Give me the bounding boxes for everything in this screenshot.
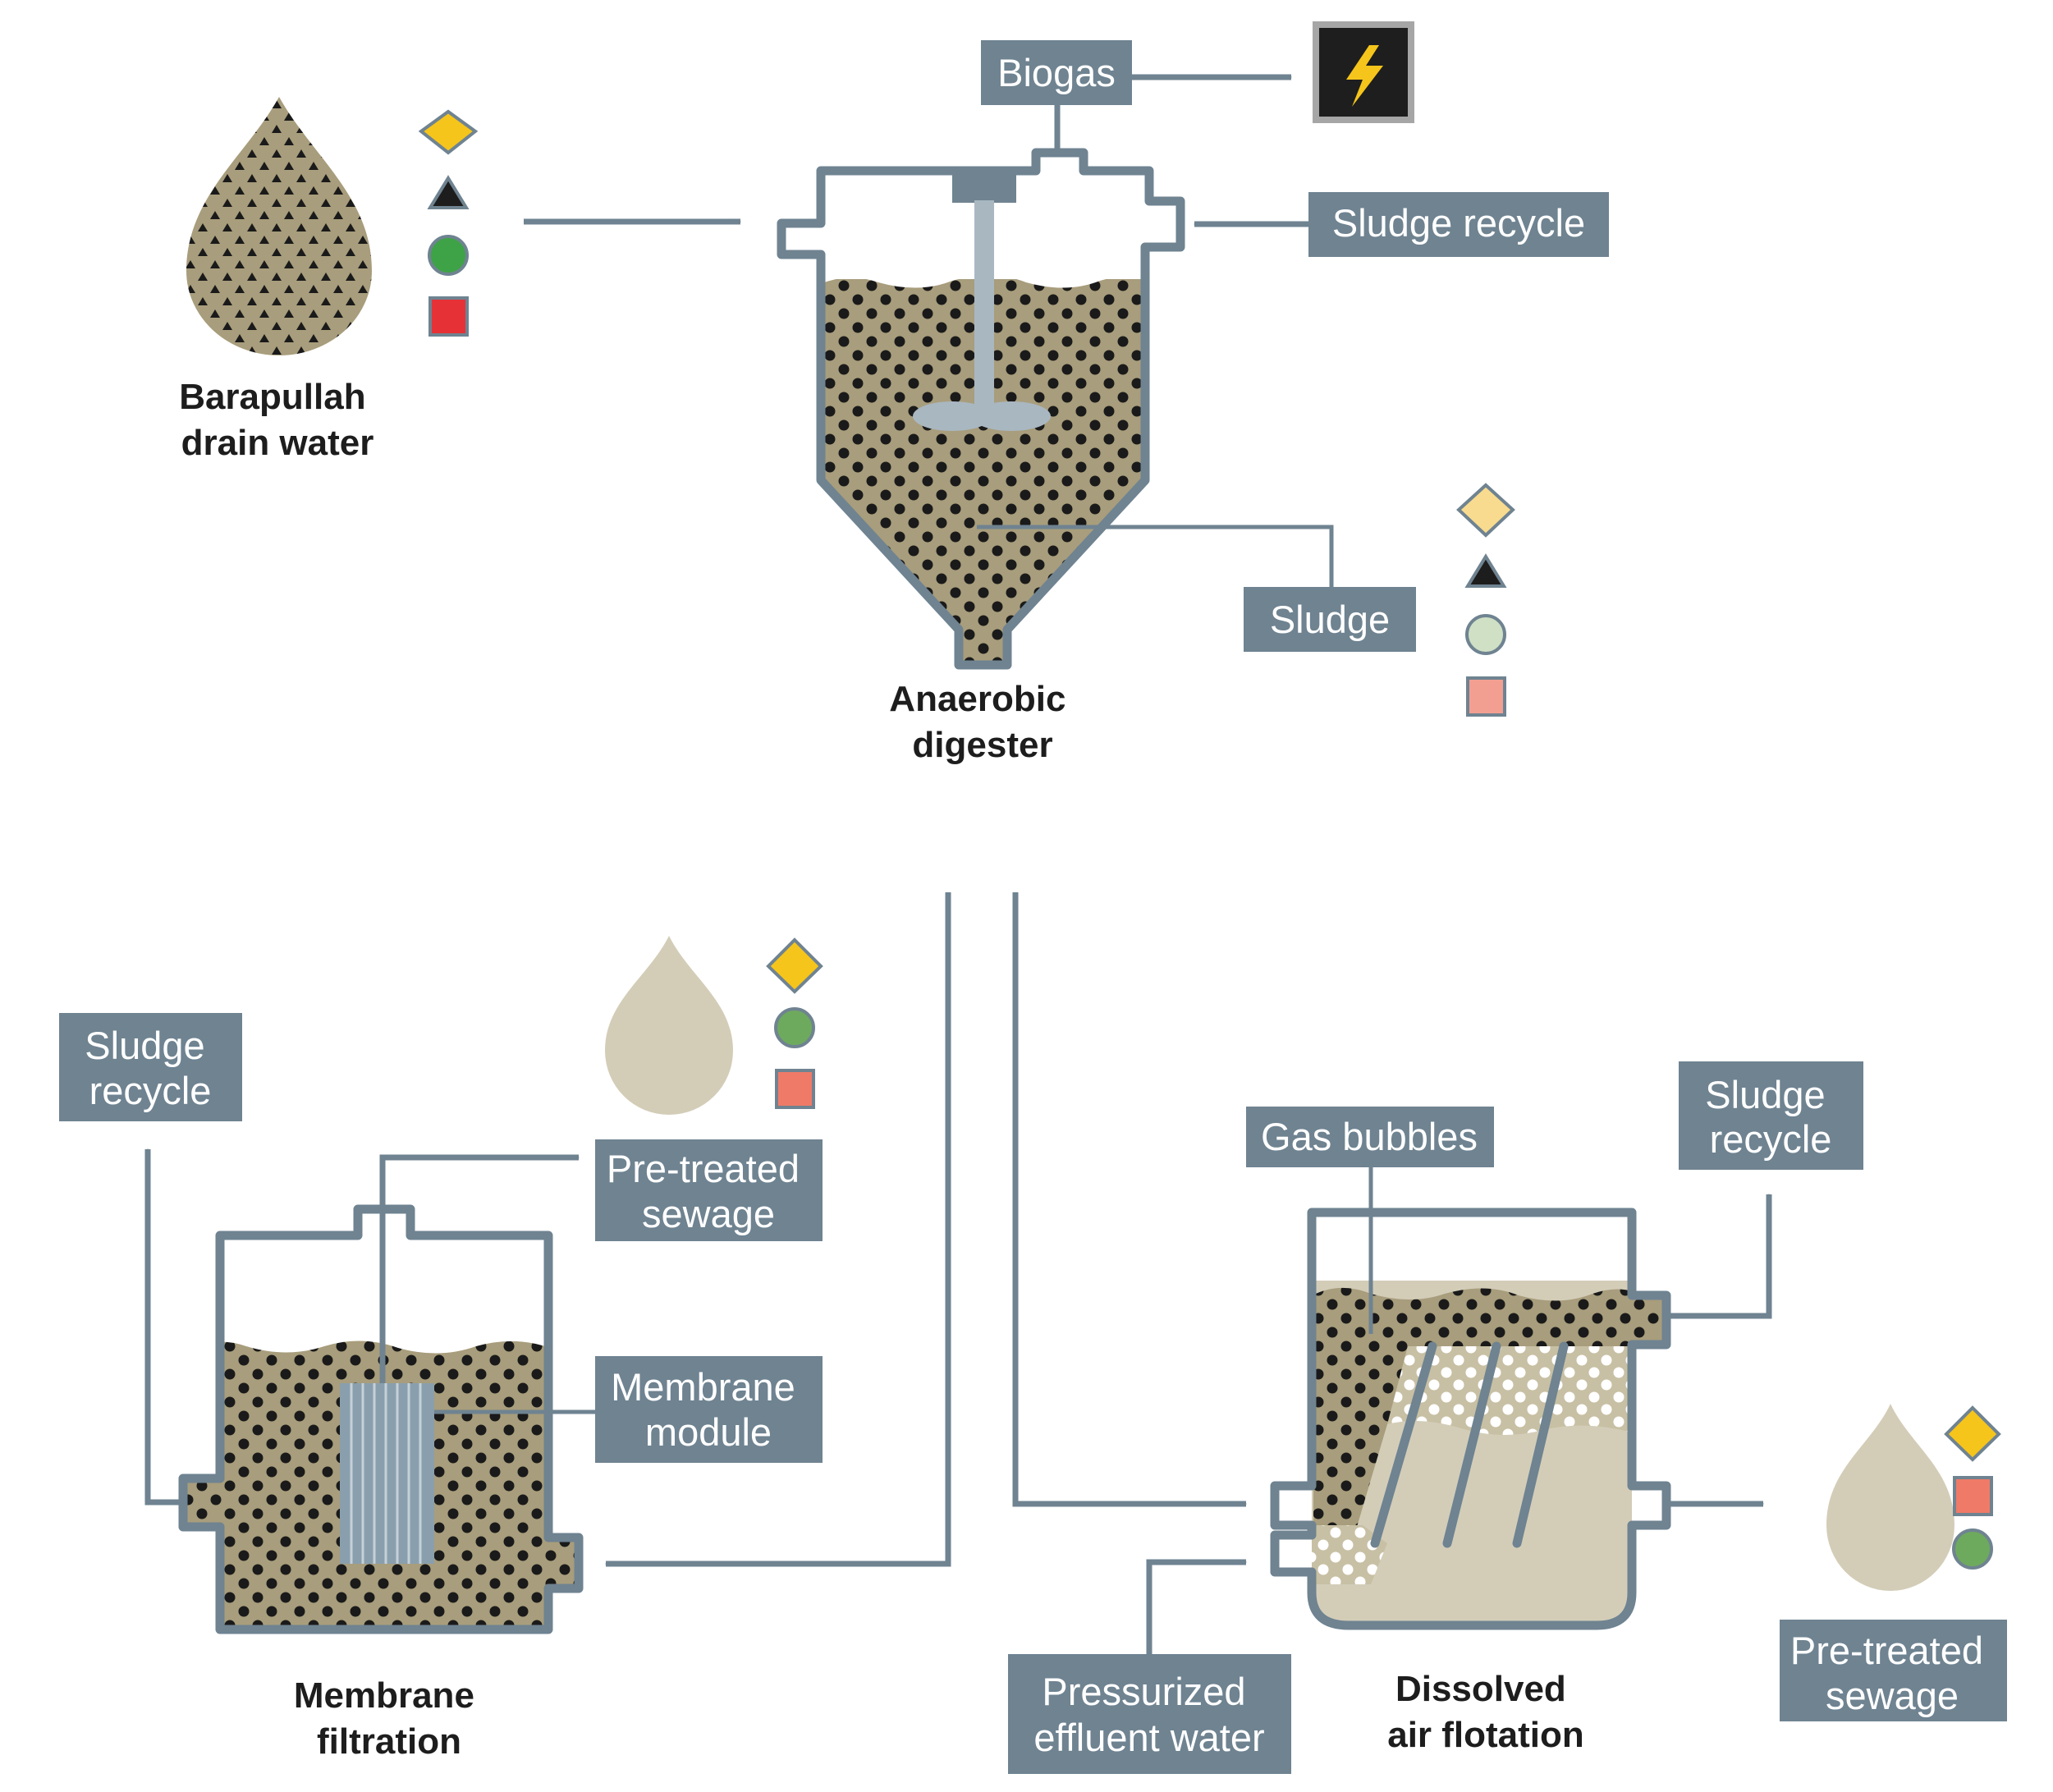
diamond-marker-icon [418,109,479,155]
pretreated-sewage-mid-label: Pre-treated sewage [607,1147,810,1235]
digester-to-membrane-pipe [605,892,951,1567]
sludge-label-box [1244,587,1416,652]
triangle-marker-icon [1464,553,1507,588]
membrane-tank [178,1204,584,1634]
pretreated-sewage-mid-pipe [379,1154,580,1383]
membrane-fibers [350,1383,422,1564]
drain-water-pollutant-markers [418,109,479,337]
daf-tank [1270,1208,1671,1630]
square-marker-icon [1466,676,1506,717]
square-marker-icon [428,296,469,337]
gas-bubbles-label-box [1246,1107,1494,1167]
pressurized-water-label: Pressurized effluent water [1033,1670,1264,1759]
membrane-filtration-caption: Membrane filtration [294,1675,484,1762]
membrane-module-label: Membrane module [611,1365,806,1454]
circle-marker-icon [774,1007,815,1048]
lightning-bolt-icon [1346,45,1383,107]
sludge-recycle-right-label-box [1679,1061,1863,1170]
daf-caption: Dissolved air flotation [1387,1669,1584,1755]
circle-marker-icon [1952,1528,1993,1570]
sludge-outlet-pipe [977,525,1334,587]
circle-marker-icon [428,235,469,276]
pretreated-sewage-right-label: Pre-treated sewage [1790,1629,1994,1717]
stirrer-motor [952,168,1016,203]
stirrer [913,168,1051,431]
pressurized-water-pipe [1146,1559,1247,1654]
pretreated-water-drop-right [1826,1404,1954,1591]
square-marker-icon [775,1069,815,1109]
daf-skimmer-weir [1629,1295,1666,1345]
circle-marker-icon [1465,614,1506,655]
daf-tank-contents [1312,1281,1633,1625]
pretreated-mid-pollutant-markers [766,937,823,1109]
sludge-recycle-top-label: Sludge recycle [1332,201,1585,245]
membrane-module-label-box [595,1356,823,1463]
sludge-recycle-right-label: Sludge recycle [1705,1073,1835,1161]
stirrer-blade [913,401,992,431]
biogas-label-box [981,40,1132,105]
pretreated-water-drop [605,936,733,1115]
stirrer-shaft [974,200,994,414]
digester-to-daf-pipe [1012,892,1247,1507]
sludge-recycle-left-pipe [144,1148,183,1506]
diamond-marker-icon [1456,483,1515,538]
pretreated-sewage-mid-label-box [595,1139,823,1241]
pretreated-sewage-right-label-box [1780,1620,2007,1721]
sludge-recycle-left-label-box [59,1013,242,1121]
gas-bubbles-label: Gas bubbles [1261,1115,1478,1158]
sludge-recycle-right-pipe [1666,1194,1772,1319]
diamond-marker-icon [766,937,823,994]
stirrer-blade [972,401,1051,431]
pressurized-water-label-box [1008,1654,1291,1774]
triangle-marker-icon [427,175,470,209]
biogas-label: Biogas [997,51,1116,94]
gas-bubble-channels [1370,1341,1569,1548]
drain-water-drop [186,97,372,355]
pretreated-right-pollutant-markers [1944,1405,2001,1570]
drain-water-caption: Barapullah drain water [179,377,376,463]
sludge-recycle-top-label-box [1308,192,1609,257]
square-marker-icon [1953,1476,1993,1516]
sludge-pollutant-markers [1456,483,1515,717]
digester-caption: Anaerobic digester [889,679,1075,765]
sludge-recycle-left-label: Sludge recycle [85,1024,215,1112]
diamond-marker-icon [1944,1405,2001,1462]
sludge-label: Sludge [1270,598,1390,641]
digester-tank [777,148,1185,670]
